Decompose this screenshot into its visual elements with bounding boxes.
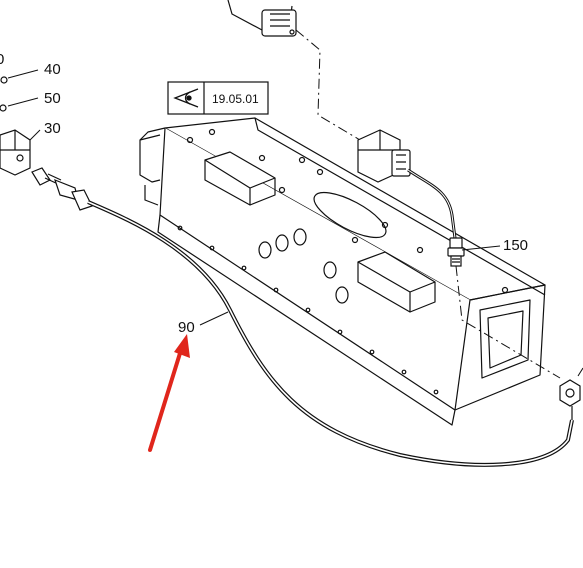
leader-lines bbox=[7, 69, 501, 326]
view-reference-box: 19.05.01 bbox=[167, 81, 269, 115]
callout-cut: 0 bbox=[0, 51, 4, 68]
eye-icon bbox=[173, 88, 199, 108]
callout-50: 50 bbox=[44, 90, 61, 107]
callout-40: 40 bbox=[44, 61, 61, 78]
callout-90: 90 bbox=[178, 319, 195, 336]
dash-line-upper bbox=[295, 29, 361, 141]
upper-connector bbox=[227, 0, 297, 37]
left-cable-fitting bbox=[31, 167, 93, 211]
middle-connector bbox=[357, 129, 411, 183]
callout-30: 30 bbox=[44, 120, 61, 137]
red-pointer-arrow bbox=[148, 334, 190, 452]
left-connector-block bbox=[0, 76, 31, 176]
dash-line-sensor bbox=[455, 265, 561, 379]
right-nut bbox=[559, 379, 581, 420]
callout-150: 150 bbox=[503, 237, 528, 254]
view-reference-label: 19.05.01 bbox=[212, 92, 259, 106]
